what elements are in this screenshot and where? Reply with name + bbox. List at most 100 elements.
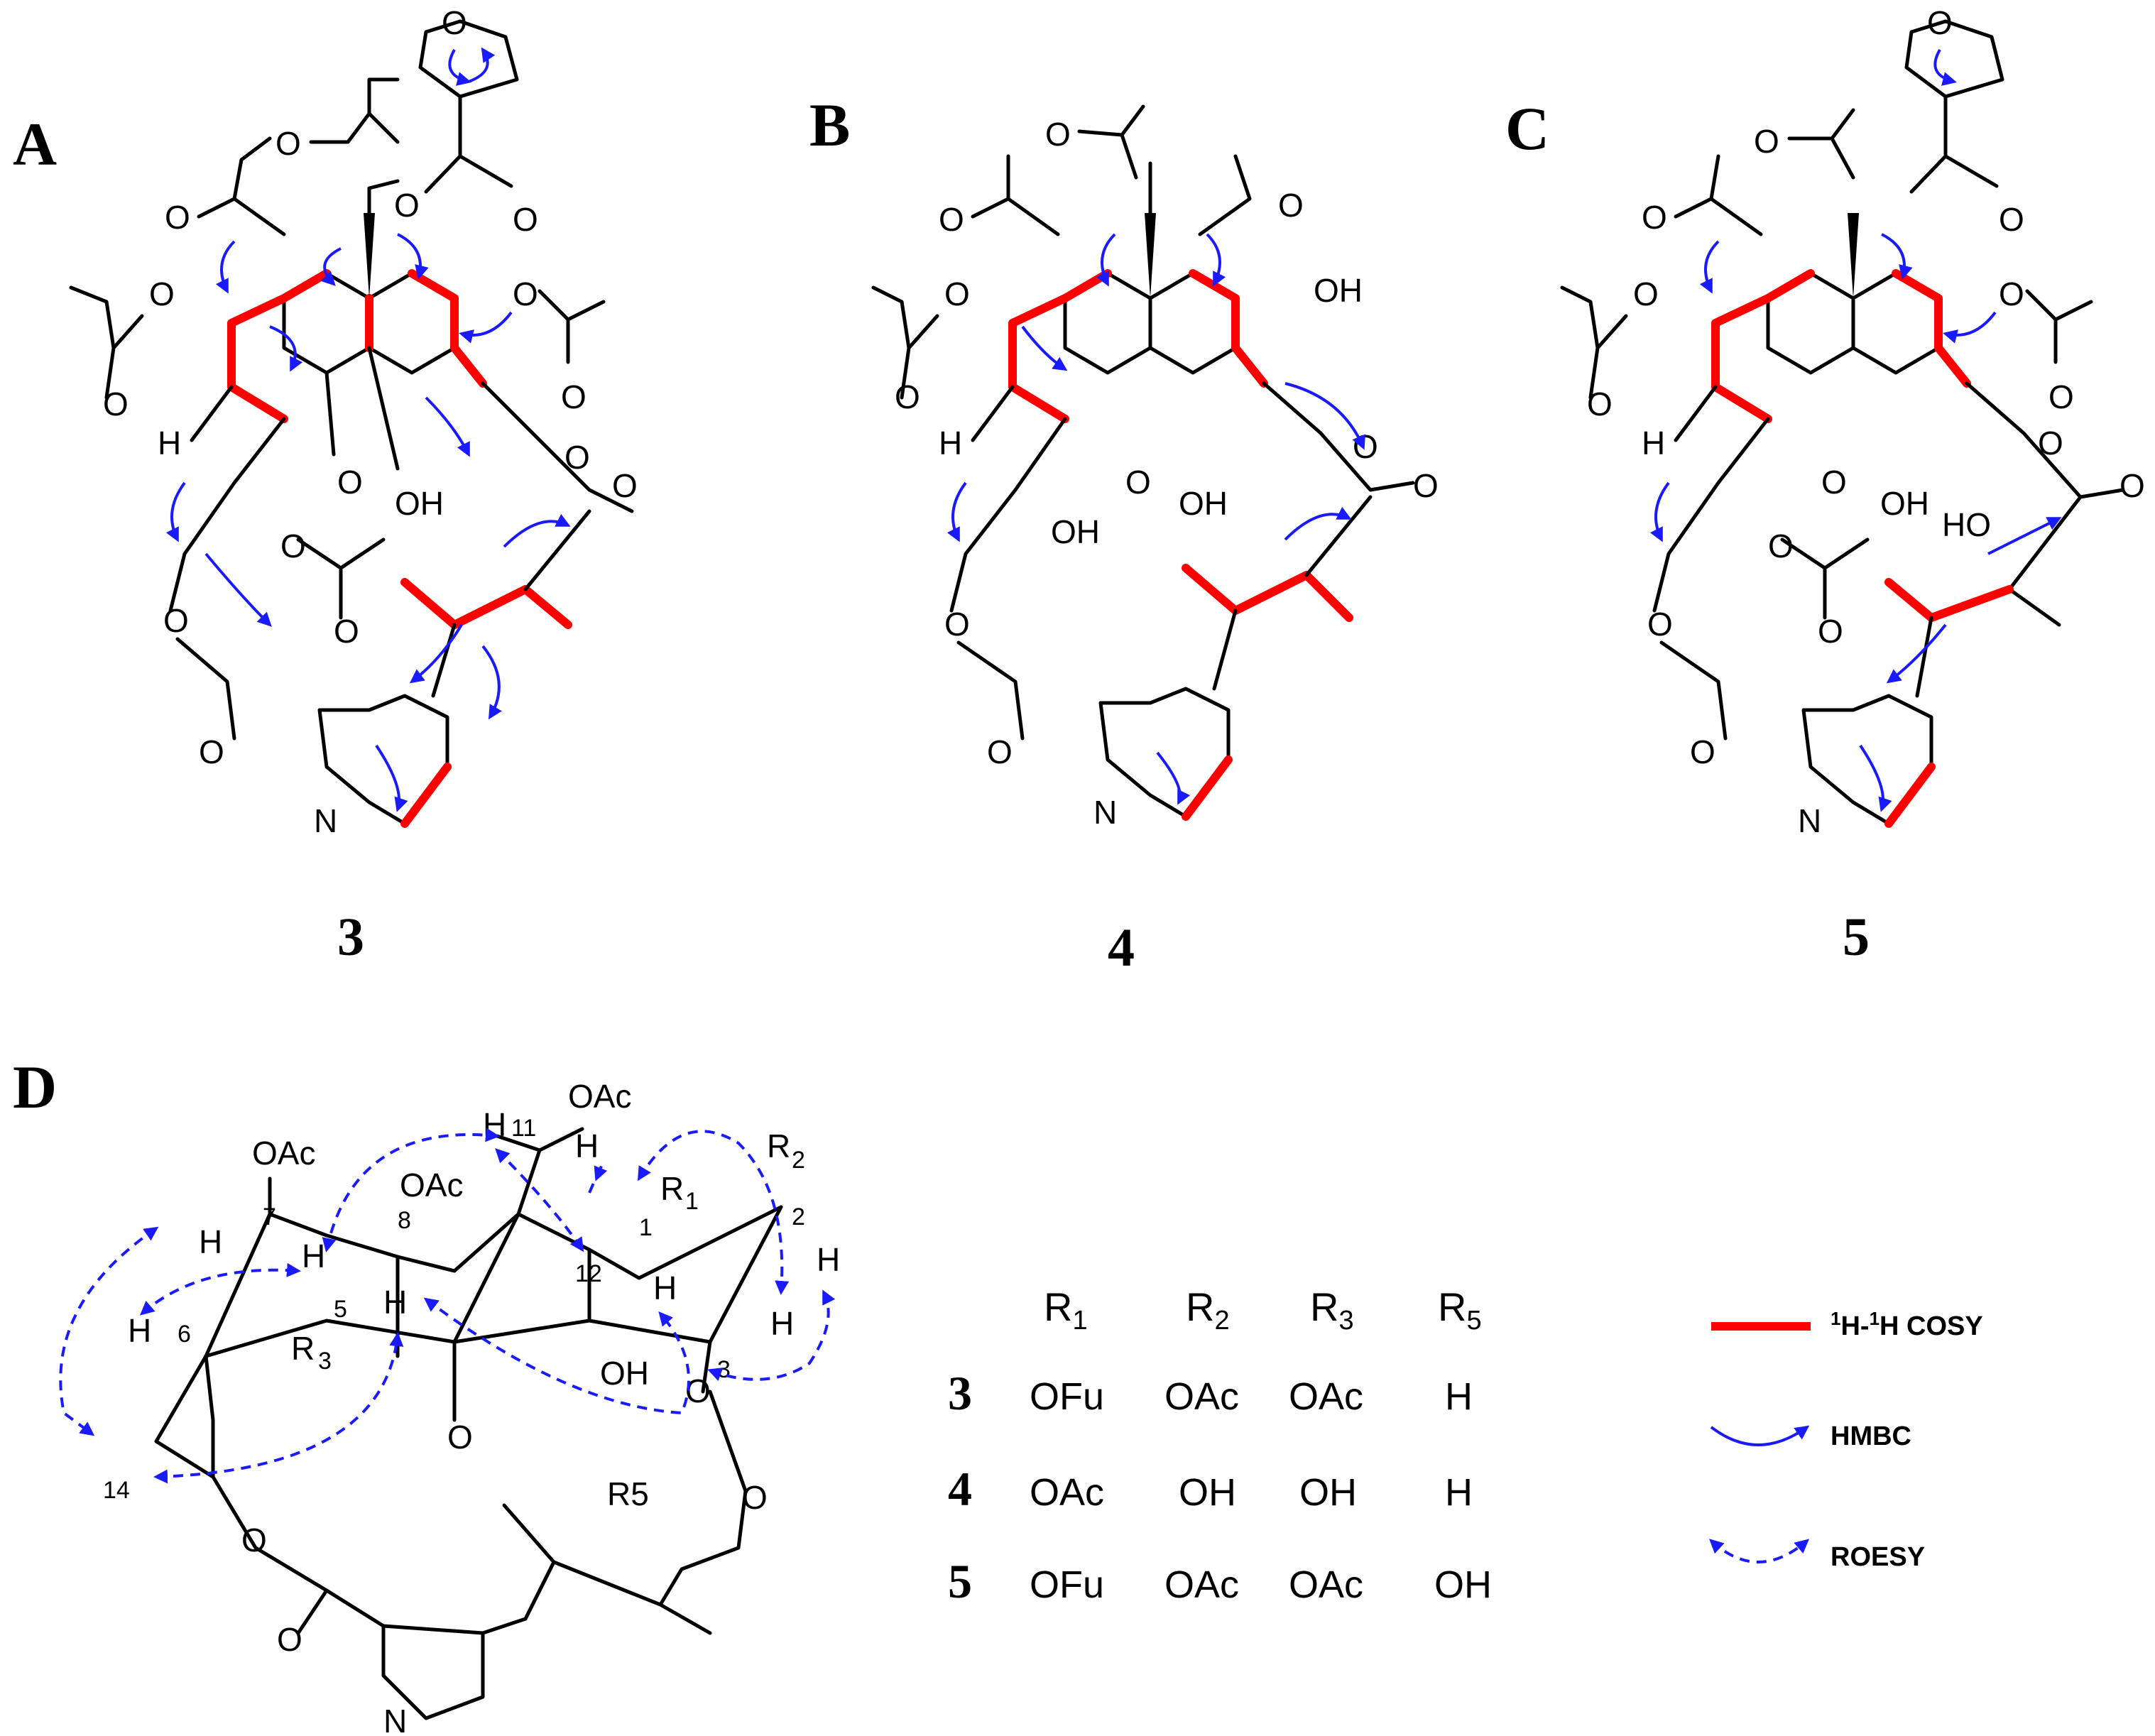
legend-roesy: ROESY <box>1709 1539 1925 1572</box>
svg-text:OAc: OAc <box>1289 1375 1363 1418</box>
decalin-core <box>227 179 487 423</box>
svg-text:O: O <box>513 275 538 312</box>
svg-text:H: H <box>383 1284 407 1321</box>
compound-4-label: 4 <box>1108 918 1135 978</box>
svg-text:N: N <box>383 1703 407 1736</box>
svg-text:H: H <box>483 1106 506 1143</box>
svg-text:OAc: OAc <box>400 1167 463 1203</box>
svg-text:H: H <box>158 425 181 462</box>
svg-text:2: 2 <box>792 1147 805 1174</box>
svg-text:O: O <box>1999 275 2024 312</box>
table-row: 4 OAc OH OH H <box>948 1462 1473 1516</box>
panel-label-b: B <box>809 91 850 159</box>
panel-label-c: C <box>1505 94 1549 163</box>
svg-text:O: O <box>163 602 189 639</box>
substituent-table: R1 R2 R3 R5 3 OFu OAc OAc H 4 OAc OH OH … <box>948 1284 1492 1608</box>
svg-text:8: 8 <box>398 1207 411 1234</box>
svg-text:O: O <box>1642 199 1667 236</box>
svg-text:6: 6 <box>178 1321 191 1348</box>
panel-c: C O O O O O O O O H O OH O O <box>1505 4 2145 967</box>
svg-text:O: O <box>1754 123 1779 160</box>
svg-text:O: O <box>394 187 420 224</box>
svg-text:O: O <box>2048 378 2074 415</box>
svg-text:3: 3 <box>717 1356 731 1383</box>
svg-text:O: O <box>895 378 920 415</box>
pyridine-ring: N <box>1798 616 1936 839</box>
legend-hmbc: HMBC <box>1710 1421 1911 1451</box>
svg-text:H: H <box>1445 1471 1473 1514</box>
header-r5: R5 <box>1438 1284 1482 1336</box>
pyridine-ring: N <box>1093 608 1238 831</box>
svg-text:H: H <box>1642 425 1665 462</box>
svg-text:R5: R5 <box>607 1475 649 1512</box>
svg-text:OH: OH <box>1179 1471 1236 1514</box>
svg-text:O: O <box>2119 467 2145 504</box>
legend: 1H-1H COSY HMBC ROESY <box>1709 1308 1983 1572</box>
svg-text:12: 12 <box>575 1260 602 1287</box>
svg-text:OAc: OAc <box>252 1135 315 1172</box>
svg-text:O: O <box>1045 116 1071 153</box>
svg-text:1H-1H COSY: 1H-1H COSY <box>1831 1308 1983 1341</box>
panel-label-d: D <box>13 1053 57 1121</box>
svg-text:3: 3 <box>948 1366 972 1420</box>
svg-text:O: O <box>103 386 129 422</box>
compound-5-label: 5 <box>1843 907 1870 967</box>
svg-text:H: H <box>817 1241 840 1278</box>
svg-text:O: O <box>1413 467 1439 504</box>
panel-a: A O O O O O O O O O H <box>13 4 638 967</box>
svg-text:R: R <box>767 1128 790 1164</box>
svg-text:O: O <box>1633 275 1659 312</box>
svg-text:H: H <box>128 1312 151 1349</box>
svg-text:H: H <box>199 1223 222 1260</box>
svg-text:3: 3 <box>318 1348 332 1375</box>
svg-text:O: O <box>1818 613 1843 650</box>
svg-text:OAc: OAc <box>1289 1563 1363 1606</box>
svg-text:H: H <box>1445 1375 1473 1418</box>
svg-text:1: 1 <box>685 1188 699 1215</box>
svg-text:H: H <box>575 1128 599 1164</box>
svg-text:O: O <box>1690 733 1715 770</box>
svg-text:O: O <box>1647 606 1673 643</box>
svg-text:O: O <box>280 528 306 564</box>
svg-text:O: O <box>939 201 964 238</box>
header-r1: R1 <box>1044 1284 1088 1336</box>
compound-3-label: 3 <box>337 907 364 967</box>
svg-text:O: O <box>1999 201 2024 238</box>
svg-text:O: O <box>987 733 1013 770</box>
svg-text:1: 1 <box>639 1214 653 1241</box>
decalin-core <box>1711 213 1971 423</box>
svg-text:HO: HO <box>1942 506 1991 543</box>
svg-text:11: 11 <box>511 1115 536 1142</box>
svg-text:O: O <box>1125 464 1151 501</box>
svg-text:OFu: OFu <box>1030 1375 1104 1418</box>
svg-text:2: 2 <box>792 1203 805 1230</box>
furan-ring: O <box>418 4 519 194</box>
header-r2: R2 <box>1186 1284 1230 1336</box>
svg-text:O: O <box>944 275 970 312</box>
svg-text:H: H <box>770 1305 794 1342</box>
panel-b: B O O O O O OH H O OH OH O O O O <box>809 91 1439 978</box>
svg-text:O: O <box>275 125 301 162</box>
svg-text:R: R <box>291 1330 315 1367</box>
table-row: 5 OFu OAc OAc OH <box>948 1554 1492 1608</box>
svg-text:5: 5 <box>334 1296 347 1323</box>
svg-text:O: O <box>442 4 467 41</box>
svg-text:OH: OH <box>1179 485 1228 522</box>
panel-d: D OAc OAc OAc H H 11 R 1 1 R 2 2 H H H 1… <box>13 1053 840 1736</box>
svg-text:O: O <box>1927 4 1953 41</box>
svg-text:N: N <box>314 802 337 839</box>
svg-text:H: H <box>302 1238 325 1274</box>
svg-text:O: O <box>1587 386 1613 422</box>
legend-cosy: 1H-1H COSY <box>1711 1308 1983 1341</box>
svg-text:N: N <box>1093 794 1117 831</box>
svg-text:H: H <box>653 1270 677 1306</box>
svg-text:O: O <box>685 1372 711 1409</box>
svg-text:O: O <box>513 201 538 238</box>
svg-text:14: 14 <box>103 1477 130 1504</box>
svg-text:O: O <box>199 733 224 770</box>
svg-text:O: O <box>561 378 587 415</box>
svg-text:O: O <box>1278 187 1304 224</box>
svg-text:O: O <box>241 1522 267 1558</box>
svg-text:H: H <box>939 425 962 462</box>
